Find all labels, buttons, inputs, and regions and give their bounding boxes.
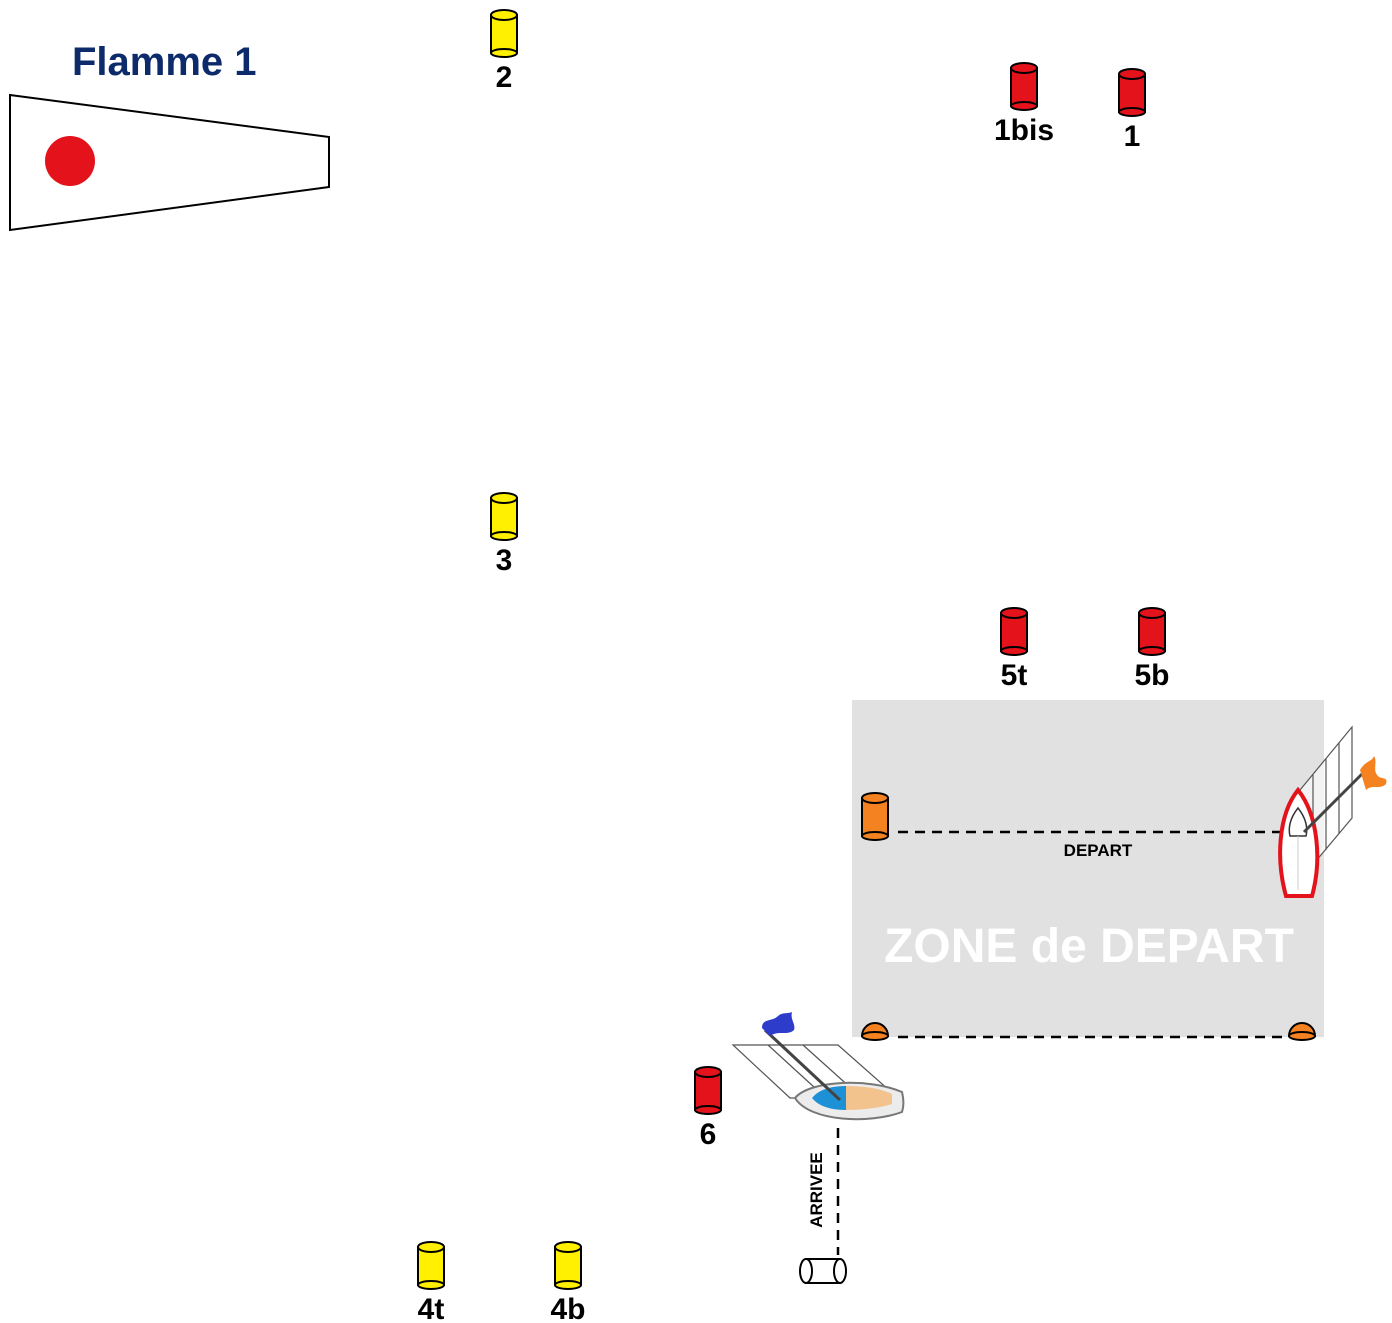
buoy-5t-icon <box>1000 607 1028 656</box>
start-zone-area <box>852 700 1324 1037</box>
buoy-1bis-icon <box>1010 62 1038 111</box>
start-pin-buoy-icon <box>861 792 889 841</box>
buoy-2-label: 2 <box>496 61 513 94</box>
start-zone-title: ZONE de DEPART <box>884 920 1294 973</box>
finish-boat-icon <box>731 1012 905 1121</box>
buoy-1-icon <box>1118 68 1146 117</box>
buoy-4t-label: 4t <box>418 1293 445 1323</box>
buoys-layer: 2 1bis 1 3 5t 5b 6 4t 4b <box>417 9 1170 1323</box>
buoy-1bis-label: 1bis <box>994 114 1054 147</box>
buoy-6-icon <box>694 1066 722 1115</box>
pennant-flag-icon <box>9 93 330 232</box>
buoy-6-label: 6 <box>700 1118 717 1151</box>
diagram-title: Flamme 1 <box>72 40 257 84</box>
zone-corner-buoy-right-icon <box>1287 1022 1317 1041</box>
buoy-5t-label: 5t <box>1001 659 1028 692</box>
buoy-5b-label: 5b <box>1134 659 1169 692</box>
finish-end-buoy-icon <box>799 1258 847 1284</box>
start-zone: ZONE de DEPART DEPART <box>852 700 1324 1039</box>
buoy-4b-label: 4b <box>550 1293 585 1323</box>
zone-corner-buoy-left-icon <box>860 1022 890 1041</box>
buoy-5b-icon <box>1138 607 1166 656</box>
start-line-label: DEPART <box>1064 841 1133 860</box>
buoy-3-icon <box>490 492 518 541</box>
buoy-2-icon <box>490 9 518 58</box>
buoy-4t-icon <box>417 1241 445 1290</box>
finish-line-label: ARRIVEE <box>807 1152 826 1228</box>
buoy-1-label: 1 <box>1124 120 1141 153</box>
buoy-4b-icon <box>554 1241 582 1290</box>
finish-blue-flag-icon <box>762 1012 795 1036</box>
committee-boat-icon <box>1278 725 1387 898</box>
pennant-red-dot <box>45 136 95 186</box>
finish-flagpole <box>763 1028 842 1102</box>
buoy-3-label: 3 <box>496 544 513 577</box>
committee-flagpole <box>1302 770 1366 834</box>
committee-orange-flag-icon <box>1360 756 1387 790</box>
